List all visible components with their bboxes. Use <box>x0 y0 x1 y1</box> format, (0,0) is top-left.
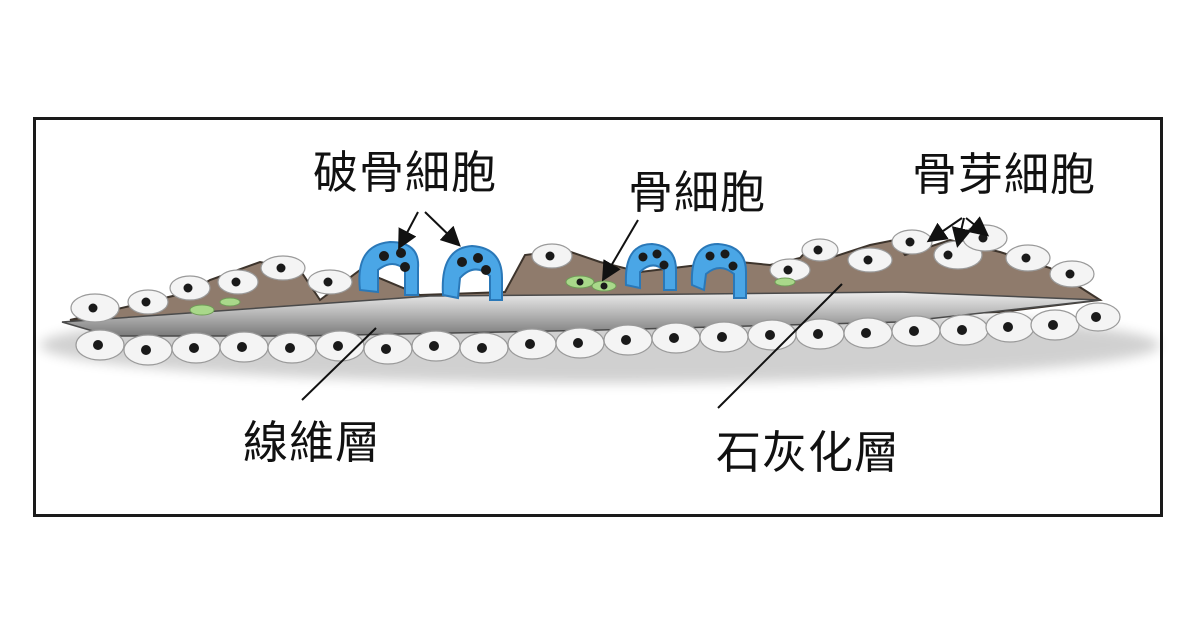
fibrous-layer-cells <box>75 302 1121 366</box>
osteoclast-nuclei <box>379 248 738 275</box>
mineralized-layer-label: 石灰化層 <box>716 426 901 479</box>
figure-frame <box>33 117 1163 517</box>
fibrous-layer-label: 線維層 <box>243 416 382 469</box>
osteocyte-label: 骨細胞 <box>628 166 767 219</box>
annotation-lines <box>301 211 990 409</box>
surface-cells <box>70 224 1095 323</box>
osteoclast-label: 破骨細胞 <box>313 146 498 199</box>
osteocytes <box>189 275 796 316</box>
osteoblast-label: 骨芽細胞 <box>912 148 1097 201</box>
